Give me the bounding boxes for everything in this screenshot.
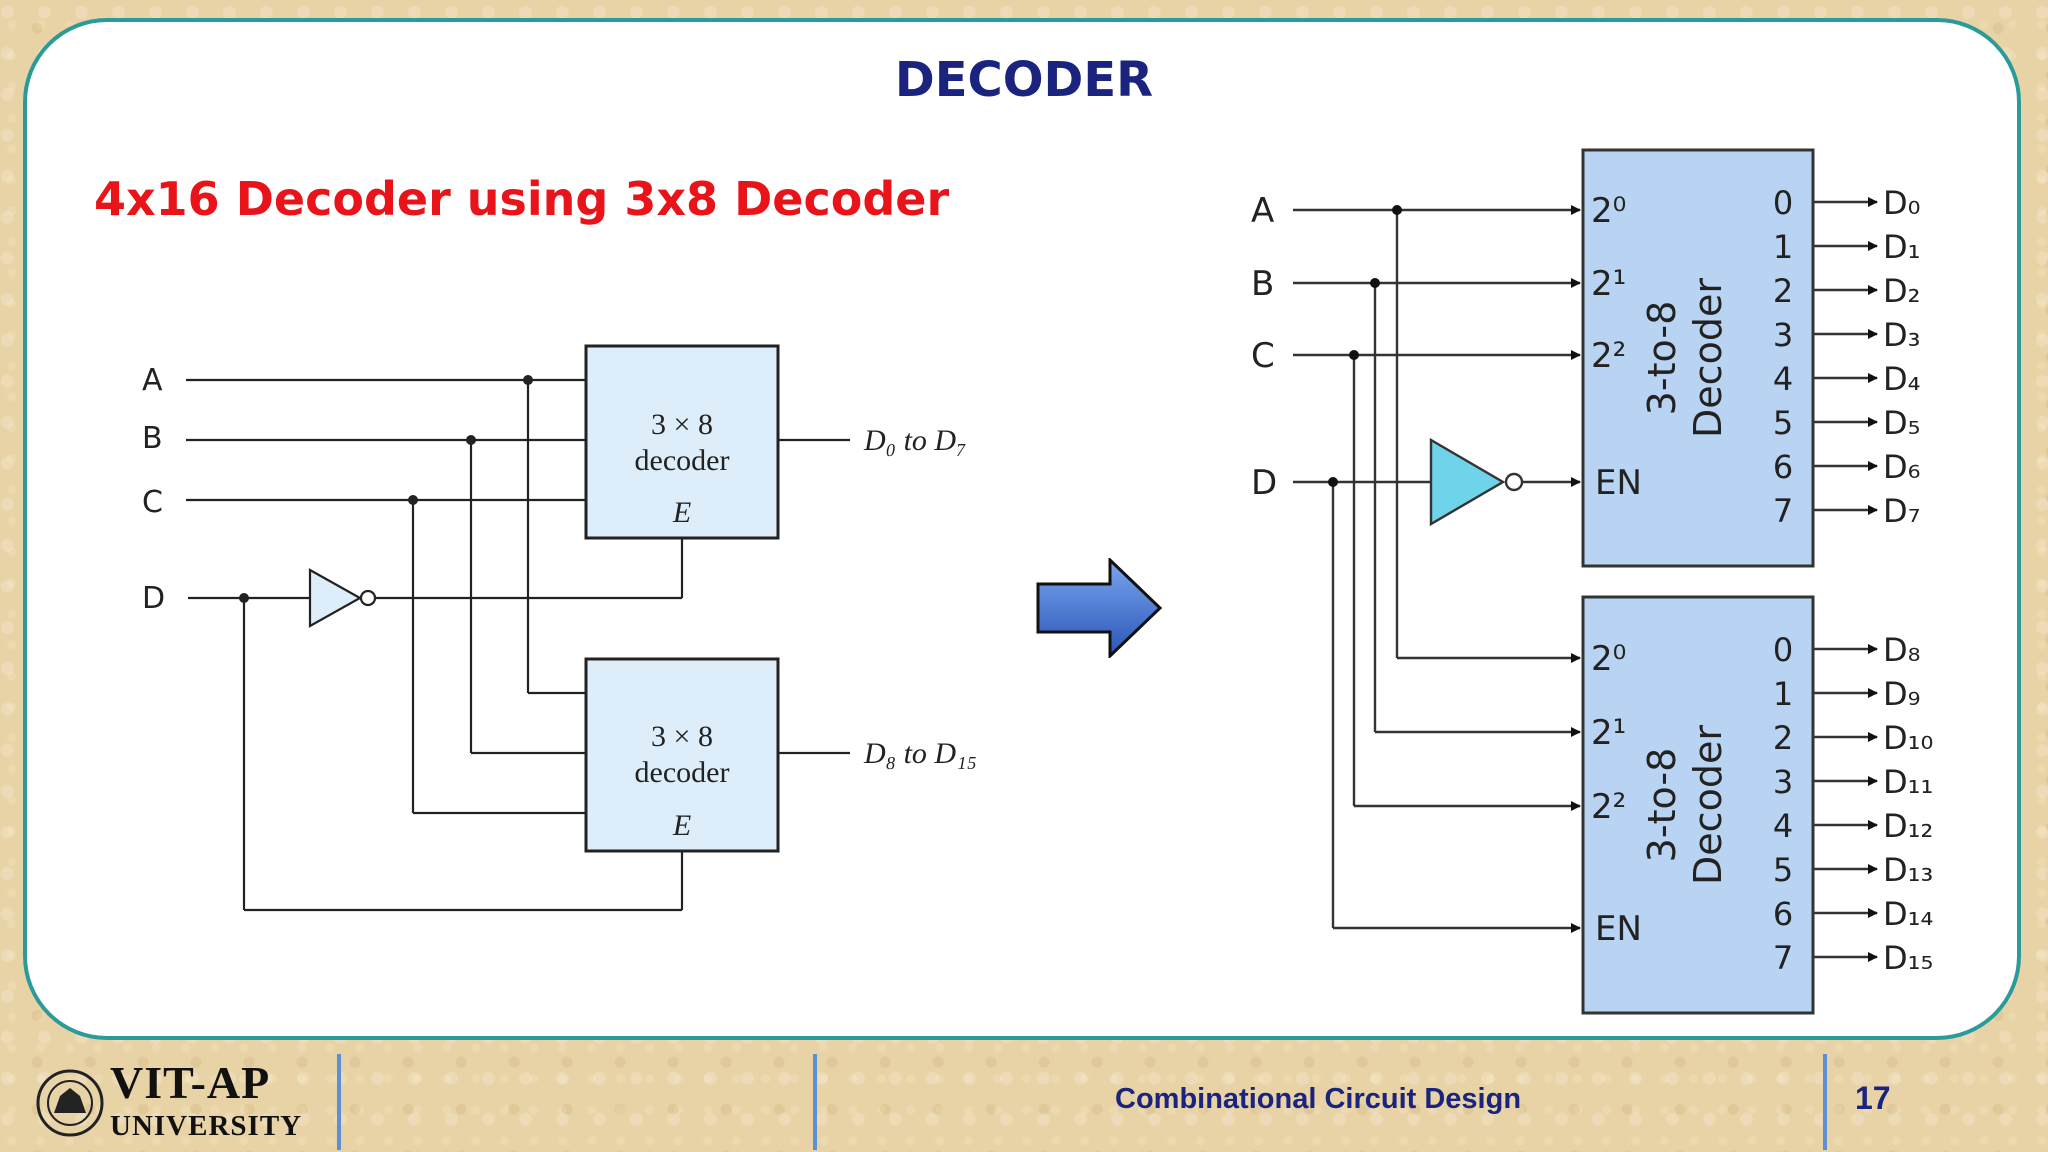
top-output-label-5: D₅: [1883, 404, 1920, 442]
enable-label-top: EN: [1595, 463, 1642, 503]
top-index-1: 1: [1773, 228, 1793, 266]
bottom-output-label-4: D₁₂: [1883, 807, 1933, 845]
inverter-gate-right: [1429, 437, 1524, 527]
bottom-index-1: 1: [1773, 675, 1793, 713]
top-output-label-6: D₆: [1883, 448, 1920, 486]
bottom-index-3: 3: [1773, 763, 1793, 801]
bottom-output-label-5: D₁₃: [1883, 851, 1933, 889]
output-label-bottom: D₈ to D₁₅: [863, 737, 977, 770]
footer-divider: [1823, 1054, 1827, 1150]
slide-subtitle: 4x16 Decoder using 3x8 Decoder: [94, 172, 950, 226]
input-label-d: D: [142, 581, 165, 616]
decoder-block-bottom-right: [1581, 595, 1815, 1015]
decoder-bottom-enable: E: [672, 809, 691, 842]
left-decoder-diagram: 3 × 8 decoder E 3 × 8 decoder E D₀ to D₇…: [142, 344, 977, 912]
top-output-label-2: D₂: [1883, 272, 1920, 310]
select-label-2-0-top: 2⁰: [1591, 191, 1626, 231]
course-title: Combinational Circuit Design: [1115, 1083, 1522, 1115]
top-output-label-7: D₇: [1883, 492, 1920, 530]
top-index-5: 5: [1773, 404, 1793, 442]
bottom-output-label-0: D₈: [1883, 631, 1920, 669]
slide-title: DECODER: [894, 52, 1154, 108]
bottom-index-7: 7: [1773, 939, 1793, 977]
bottom-index-2: 2: [1773, 719, 1793, 757]
right-input-c: C: [1251, 336, 1275, 376]
decoder-title-bottom-line1: 3-to-8: [1640, 748, 1684, 863]
decoder-title-bottom-line2: Decoder: [1686, 725, 1730, 885]
right-decoder-diagram: A B C D 2⁰ 2¹ 2² EN 2⁰ 2¹ 2² EN 3-to-8 D…: [1251, 148, 1933, 1015]
bottom-index-4: 4: [1773, 807, 1793, 845]
input-label-c: C: [142, 485, 163, 520]
right-input-d: D: [1251, 463, 1277, 503]
decoder-bottom-line1: 3 × 8: [651, 720, 713, 753]
right-arrow-icon: [1036, 558, 1163, 658]
decoder-bottom-line2: decoder: [635, 756, 730, 789]
bottom-output-label-2: D₁₀: [1883, 719, 1933, 757]
top-index-4: 4: [1773, 360, 1793, 398]
logo-text-line1: VIT-AP: [110, 1057, 271, 1108]
select-label-2-0-bottom: 2⁰: [1591, 639, 1626, 679]
top-index-6: 6: [1773, 448, 1793, 486]
select-label-2-2-bottom: 2²: [1591, 787, 1626, 827]
bottom-index-0: 0: [1773, 631, 1793, 669]
decoder-top-line2: decoder: [635, 444, 730, 477]
enable-label-bottom: EN: [1595, 909, 1642, 949]
bottom-index-5: 5: [1773, 851, 1793, 889]
decoder-block-top-left: [584, 344, 780, 540]
select-label-2-1-top: 2¹: [1591, 264, 1626, 304]
top-index-2: 2: [1773, 272, 1793, 310]
input-label-a: A: [142, 363, 163, 398]
select-label-2-2-top: 2²: [1591, 336, 1626, 376]
top-index-3: 3: [1773, 316, 1793, 354]
bottom-output-label-6: D₁₄: [1883, 895, 1933, 933]
top-index-7: 7: [1773, 492, 1793, 530]
bottom-output-label-3: D₁₁: [1883, 763, 1933, 801]
logo-text-line2: UNIVERSITY: [110, 1110, 303, 1142]
output-label-top: D₀ to D₇: [863, 424, 967, 457]
decoder-block-bottom-left: [584, 657, 780, 853]
bottom-index-6: 6: [1773, 895, 1793, 933]
select-label-2-1-bottom: 2¹: [1591, 713, 1626, 753]
decoder-top-enable: E: [672, 496, 691, 529]
top-output-label-3: D₃: [1883, 316, 1920, 354]
top-output-label-4: D₄: [1883, 360, 1920, 398]
bottom-output-label-1: D₉: [1883, 675, 1920, 713]
top-index-0: 0: [1773, 184, 1793, 222]
bottom-output-label-7: D₁₅: [1883, 939, 1933, 977]
top-output-label-0: D₀: [1883, 184, 1920, 222]
decoder-top-line1: 3 × 8: [651, 408, 713, 441]
right-input-b: B: [1251, 264, 1274, 304]
footer-divider: [337, 1054, 341, 1150]
right-input-a: A: [1251, 191, 1274, 231]
input-label-b: B: [142, 421, 163, 456]
university-seal-icon: [36, 1069, 104, 1137]
decoder-block-top-right: [1581, 148, 1815, 568]
decoder-title-top-line2: Decoder: [1686, 278, 1730, 438]
page-number: 17: [1855, 1080, 1891, 1116]
inverter-gate-left: [308, 568, 377, 628]
decoder-title-top-line1: 3-to-8: [1640, 301, 1684, 416]
top-output-label-1: D₁: [1883, 228, 1920, 266]
footer-divider: [813, 1054, 817, 1150]
